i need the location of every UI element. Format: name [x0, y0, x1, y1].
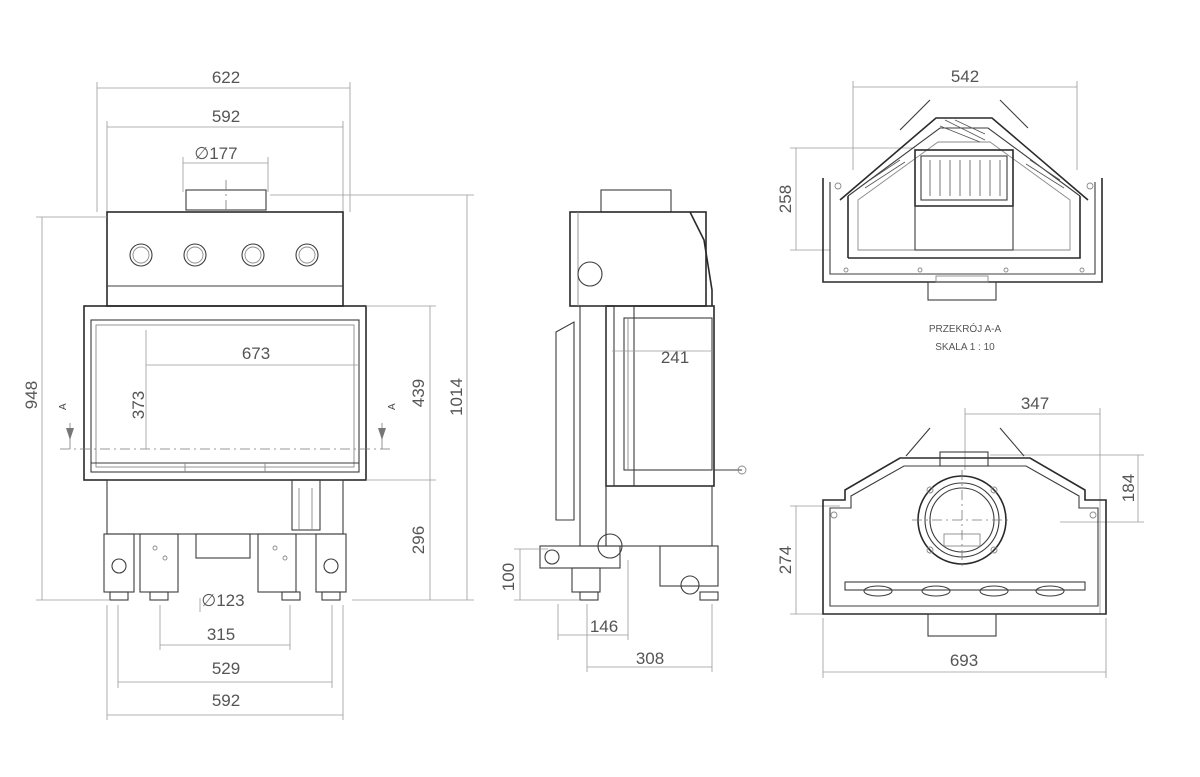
- dim-592-bottom: 592: [212, 691, 240, 710]
- section-title: PRZEKRÓJ A-A: [929, 322, 1002, 335]
- dim-693: 693: [950, 651, 978, 670]
- dim-1014: 1014: [447, 378, 466, 416]
- dim-373: 373: [129, 391, 148, 419]
- side-view: [514, 189, 747, 672]
- dim-296: 296: [409, 526, 428, 554]
- dim-542: 542: [951, 67, 979, 86]
- dim-258: 258: [776, 185, 795, 213]
- dim-592-top: 592: [212, 107, 240, 126]
- dim-leg-diameter: ∅123: [201, 591, 244, 610]
- section-marker-right: A: [387, 403, 398, 410]
- front-view: [36, 82, 474, 720]
- dim-347: 347: [1021, 394, 1049, 413]
- dim-146: 146: [590, 617, 618, 636]
- top-view: [790, 408, 1144, 678]
- dim-flue-diameter: ∅177: [194, 144, 237, 163]
- dim-184: 184: [1119, 474, 1138, 502]
- dim-529: 529: [212, 659, 240, 678]
- dim-948: 948: [22, 381, 41, 409]
- dim-622: 622: [212, 68, 240, 87]
- dim-673: 673: [242, 344, 270, 363]
- section-marker-left: A: [58, 403, 69, 410]
- dim-241: 241: [661, 348, 689, 367]
- dim-439: 439: [409, 379, 428, 407]
- dim-308: 308: [636, 649, 664, 668]
- dim-100: 100: [499, 563, 518, 591]
- section-a-a-view: [790, 81, 1103, 301]
- dim-274: 274: [776, 546, 795, 574]
- dim-315: 315: [207, 625, 235, 644]
- section-scale: SKALA 1 : 10: [935, 342, 995, 353]
